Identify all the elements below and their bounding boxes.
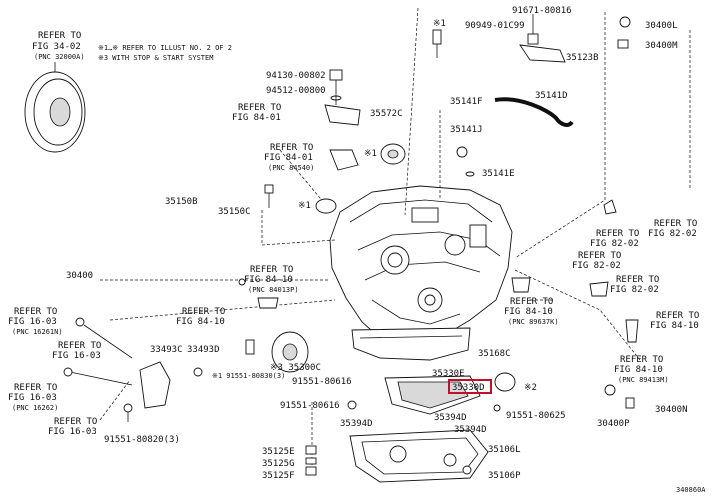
ref-82-02d-l1[interactable]: REFER TO [616,275,659,285]
part-33493C[interactable]: 33493C [150,345,183,355]
ref-84-10c-l2[interactable]: FIG 84-10 [504,307,553,317]
refer-to-labels: REFER TO FIG 84-01 REFER TO FIG 84-01 (P… [8,103,699,437]
leader-lines [99,7,691,470]
ref-84-10d-l2[interactable]: FIG 84-10 [650,321,699,331]
ref-82-02b-l2[interactable]: FIG 82-02 [648,229,697,239]
figure-code: 340860A [676,486,706,494]
small-parts [63,14,639,483]
ref-84-10b-l1[interactable]: REFER TO [182,307,225,317]
ref-16-03c-l3: (PNC 16262) [12,404,58,412]
part-35106L[interactable]: 35106L [488,445,521,455]
part-30400P[interactable]: 30400P [597,419,630,429]
star1-mid: ※1 [364,149,377,159]
note-line-2: ※3 WITH STOP & START SYSTEM [98,54,213,62]
ref-84-10a-l1[interactable]: REFER TO [250,265,293,275]
part-91551-80616-b[interactable]: 91551-80616 [280,401,340,411]
part-35572C[interactable]: 35572C [370,109,403,119]
ref-82-02b-l1[interactable]: REFER TO [654,219,697,229]
ref-84-10e-l1[interactable]: REFER TO [620,355,663,365]
ref-82-02a-l2[interactable]: FIG 82-02 [590,239,639,249]
part-30400[interactable]: 30400 [66,271,93,281]
part-35125G[interactable]: 35125G [262,459,295,469]
ref-84-01b-l3: (PNC 84540) [268,164,314,172]
ref-84-01a-l2[interactable]: FIG 84-01 [232,113,281,123]
part-35330D[interactable]: 35330D [452,383,485,393]
part-35394D-b[interactable]: 35394D [340,419,373,429]
star1-left: ※1 [298,201,311,211]
part-91551-80830[interactable]: ※1 91551-80830(3) [212,372,285,380]
part-94130[interactable]: 94130-00802 [266,71,326,81]
ref-34-02-l1[interactable]: REFER TO [38,31,81,41]
star2-label: ※2 [524,383,537,393]
ref-84-01b-l2[interactable]: FIG 84-01 [264,153,313,163]
torque-converter-drawing [24,62,86,153]
ref-34-02-l3: (PNC 32000A) [34,53,85,61]
part-35150C[interactable]: 35150C [218,207,251,217]
ref-16-03d-l2[interactable]: FIG 16-03 [48,427,97,437]
part-35106P[interactable]: 35106P [488,471,521,481]
ref-16-03b-l2[interactable]: FIG 16-03 [52,351,101,361]
transmission-case-drawing [329,185,513,361]
ref-84-01a-l1[interactable]: REFER TO [238,103,281,113]
ref-16-03c-l1[interactable]: REFER TO [14,383,57,393]
part-30400L[interactable]: 30400L [645,21,678,31]
part-91671[interactable]: 91671-80816 [512,6,572,16]
highlight-box [448,379,492,394]
ref-84-10d-l1[interactable]: REFER TO [656,311,699,321]
ref-16-03a-l3: (PNC 16261N) [12,328,63,336]
part-35123B[interactable]: 35123B [566,53,599,63]
part-35141D[interactable]: 35141D [535,91,568,101]
ref-84-10b-l2[interactable]: FIG 84-10 [176,317,225,327]
part-35141E[interactable]: 35141E [482,169,515,179]
part-33493D[interactable]: 33493D [187,345,220,355]
part-90949[interactable]: 90949-01C99 [465,21,525,31]
ref-82-02c-l1[interactable]: REFER TO [578,251,621,261]
part-35394D-c[interactable]: 35394D [454,425,487,435]
star1-top: ※1 [433,19,446,29]
ref-84-10e-l3: (PNC 89413M) [618,376,669,384]
ref-82-02d-l2[interactable]: FIG 82-02 [610,285,659,295]
part-91551-80616-a[interactable]: 91551-80616 [292,377,352,387]
part-30400M[interactable]: 30400M [645,41,678,51]
part-35150B[interactable]: 35150B [165,197,198,207]
ref-82-02a-l1[interactable]: REFER TO [596,229,639,239]
ref-82-02c-l2[interactable]: FIG 82-02 [572,261,621,271]
part-91551-80820[interactable]: 91551-80820(3) [104,435,180,445]
part-91551-80625[interactable]: 91551-80625 [506,411,566,421]
ref-16-03d-l1[interactable]: REFER TO [54,417,97,427]
ref-84-10a-l2[interactable]: FIG 84-10 [244,275,293,285]
ref-84-01b-l1[interactable]: REFER TO [270,143,313,153]
ref-34-02-l2[interactable]: FIG 34-02 [32,42,81,52]
part-35141F[interactable]: 35141F [450,97,483,107]
part-35168C[interactable]: 35168C [478,349,511,359]
part-35125E[interactable]: 35125E [262,447,295,457]
part-94512[interactable]: 94512-00800 [266,86,326,96]
ref-16-03c-l2[interactable]: FIG 16-03 [8,393,57,403]
ref-16-03a-l1[interactable]: REFER TO [14,307,57,317]
part-35125F[interactable]: 35125F [262,471,295,481]
part-35141J[interactable]: 35141J [450,125,483,135]
part-35300C[interactable]: ※3 35300C [270,363,321,373]
part-labels: ※1 91671-80816 90949-01C99 30400L 30400M… [66,6,688,481]
ref-84-10e-l2[interactable]: FIG 84-10 [614,365,663,375]
ref-84-10a-l3: (PNC 84013P) [248,286,299,294]
part-30400N[interactable]: 30400N [655,405,688,415]
ref-84-10c-l3: (PNC 89637K) [508,318,559,326]
ref-16-03a-l2[interactable]: FIG 16-03 [8,317,57,327]
ref-16-03b-l1[interactable]: REFER TO [58,341,101,351]
note-line-1: ※1…※ REFER TO ILLUST NO. 2 OF 2 [98,44,232,52]
part-35394D-a[interactable]: 35394D [434,413,467,423]
ref-84-10c-l1[interactable]: REFER TO [510,297,553,307]
part-35330E[interactable]: 35330E [432,369,465,379]
